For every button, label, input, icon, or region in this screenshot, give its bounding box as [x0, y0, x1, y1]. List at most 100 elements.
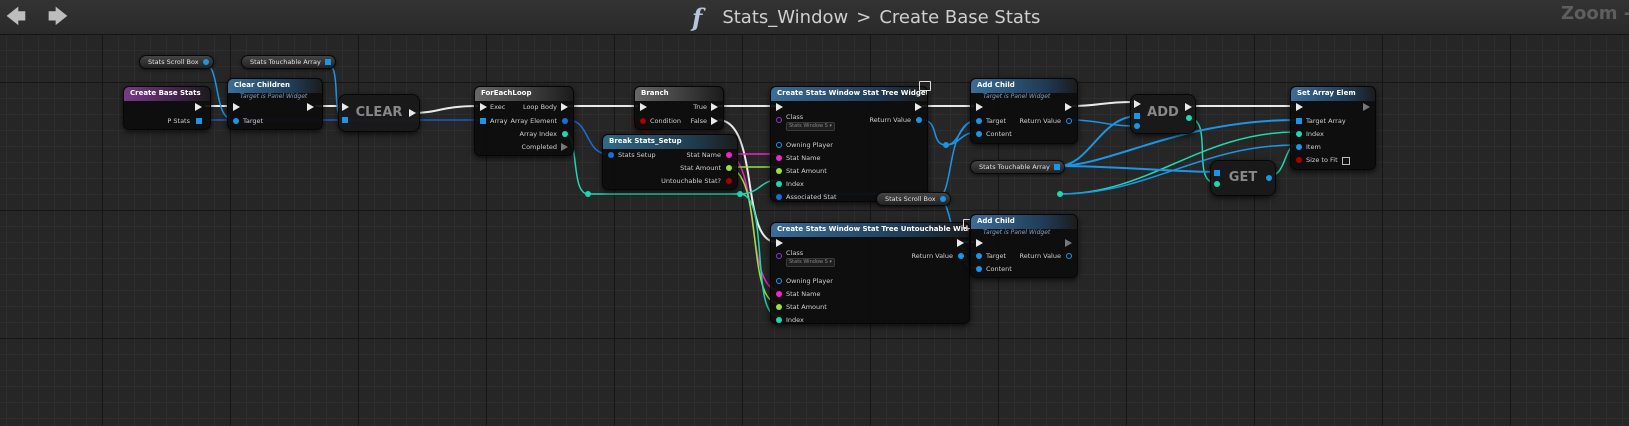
class-input-pin[interactable] [776, 253, 782, 259]
array-input-pin[interactable] [1134, 113, 1140, 119]
class-dropdown[interactable]: Stats Window S ▾ [786, 122, 835, 131]
player-input-pin[interactable] [776, 278, 782, 284]
class-input-pin[interactable] [776, 117, 782, 123]
back-arrow-icon[interactable]: 🡄 [5, 4, 27, 28]
object-output-pin[interactable] [202, 59, 209, 65]
graph-toolbar: 🡄 🡆 f Stats_Window > Create Base Stats Z… [0, 0, 1629, 35]
bool-input-pin[interactable] [1296, 157, 1302, 163]
exec-input-pin[interactable] [480, 103, 487, 111]
object-output-pin[interactable] [1266, 175, 1272, 181]
exec-output-pin[interactable] [195, 103, 202, 111]
pin-label: Array Element [510, 117, 557, 125]
exec-input-pin[interactable] [976, 239, 983, 247]
object-output-pin[interactable] [939, 196, 946, 202]
int-output-pin[interactable] [562, 131, 568, 137]
branch-node[interactable]: Branch Condition True False [634, 86, 724, 130]
exec-input-pin[interactable] [342, 103, 349, 111]
breadcrumb-parent[interactable]: Stats_Window [722, 6, 849, 28]
create-stat-tree-widget-node[interactable]: Create Stats Window Stat Tree Widget Cla… [770, 81, 931, 202]
bool-input-pin[interactable] [640, 118, 646, 124]
content-input-pin[interactable] [976, 131, 982, 137]
struct-output-pin[interactable] [562, 118, 568, 124]
array-input-pin[interactable] [1296, 118, 1302, 124]
exec-wire [411, 105, 479, 114]
array-input-pin[interactable] [1214, 170, 1220, 176]
array-input-pin[interactable] [342, 117, 348, 123]
exec-output-pin[interactable] [711, 103, 718, 111]
stats-scroll-box-getter[interactable]: Stats Scroll Box [876, 192, 951, 206]
object-output-pin[interactable] [958, 253, 964, 259]
node-header: Set Array Elem [1291, 87, 1375, 101]
exec-output-pin[interactable] [1065, 103, 1072, 111]
exec-input-pin[interactable] [776, 103, 783, 111]
create-stat-tree-untouchable-widget-node[interactable]: Create Stats Window Stat Tree Untouchabl… [770, 219, 975, 324]
int-output-pin[interactable] [1186, 115, 1192, 121]
exec-output-pin[interactable] [561, 143, 568, 151]
target-input-pin[interactable] [233, 118, 239, 124]
array-output-pin[interactable] [1053, 164, 1060, 170]
breadcrumb-current: Create Base Stats [879, 6, 1041, 28]
array-get-node[interactable]: GET [1210, 160, 1276, 196]
target-input-pin[interactable] [976, 118, 982, 124]
add-child-node-1[interactable]: Add Child Target is Panel Widget Target … [970, 78, 1078, 144]
string-output-pin[interactable] [726, 152, 732, 158]
stats-touchable-array-getter[interactable]: Stats Touchable Array [241, 55, 336, 69]
exec-output-pin[interactable] [1185, 103, 1192, 111]
size-to-fit-checkbox[interactable] [1342, 157, 1350, 165]
object-output-pin[interactable] [1066, 253, 1072, 259]
node-subtitle: Target is Panel Widget [240, 93, 308, 100]
break-stats-setup-node[interactable]: Break Stats_Setup Stats Setup Stat Name … [602, 134, 738, 190]
exec-output-pin[interactable] [957, 239, 964, 247]
exec-output-pin[interactable] [915, 103, 922, 111]
foreach-loop-node[interactable]: ForEachLoop Exec Array Loop Body Array E… [474, 86, 574, 156]
function-icon: f [692, 2, 703, 32]
array-clear-node[interactable]: CLEAR [338, 94, 420, 132]
bool-output-pin[interactable] [726, 178, 732, 184]
array-output-pin[interactable] [196, 118, 202, 124]
int-input-pin[interactable] [1214, 181, 1220, 187]
array-add-node[interactable]: ADD [1130, 94, 1196, 134]
player-input-pin[interactable] [776, 142, 782, 148]
int-input-pin[interactable] [776, 317, 782, 323]
add-child-node-2[interactable]: Add Child Target is Panel Widget Target … [970, 214, 1078, 278]
array-output-pin[interactable] [324, 59, 331, 65]
float-input-pin[interactable] [776, 168, 782, 174]
object-output-pin[interactable] [1066, 118, 1072, 124]
node-header: Create Stats Window Stat Tree Untouchabl… [771, 223, 969, 237]
exec-output-pin[interactable] [1065, 239, 1072, 247]
float-output-pin[interactable] [726, 165, 732, 171]
content-input-pin[interactable] [976, 266, 982, 272]
exec-output-pin[interactable] [409, 109, 416, 117]
struct-input-pin[interactable] [608, 152, 614, 158]
target-input-pin[interactable] [976, 253, 982, 259]
exec-input-pin[interactable] [776, 239, 783, 247]
int-input-pin[interactable] [776, 181, 782, 187]
exec-input-pin[interactable] [1134, 100, 1141, 108]
string-input-pin[interactable] [776, 291, 782, 297]
item-input-pin[interactable] [1134, 123, 1140, 129]
exec-input-pin[interactable] [640, 103, 647, 111]
clear-children-node[interactable]: Clear Children Target is Panel Widget Ta… [227, 78, 323, 130]
array-input-pin[interactable] [480, 118, 486, 124]
pin-label: Stat Name [786, 290, 821, 298]
exec-output-pin[interactable] [1363, 103, 1370, 111]
object-output-pin[interactable] [916, 117, 922, 123]
exec-input-pin[interactable] [976, 103, 983, 111]
exec-input-pin[interactable] [233, 103, 240, 111]
create-base-stats-entry-node[interactable]: Create Base Stats P Stats [123, 86, 211, 130]
float-input-pin[interactable] [776, 304, 782, 310]
struct-input-pin[interactable] [776, 194, 782, 200]
exec-output-pin[interactable] [561, 103, 568, 111]
forward-arrow-icon[interactable]: 🡆 [47, 4, 69, 28]
int-input-pin[interactable] [1296, 131, 1302, 137]
stats-scroll-box-getter[interactable]: Stats Scroll Box [139, 55, 214, 69]
item-input-pin[interactable] [1296, 144, 1302, 150]
exec-input-pin[interactable] [1296, 103, 1303, 111]
string-input-pin[interactable] [776, 155, 782, 161]
stats-touchable-array-getter[interactable]: Stats Touchable Array [970, 160, 1065, 174]
set-array-elem-node[interactable]: Set Array Elem Target Array Index Item S… [1290, 86, 1376, 170]
class-dropdown[interactable]: Stats Window S ▾ [786, 258, 835, 267]
exec-output-pin[interactable] [711, 117, 718, 125]
exec-output-pin[interactable] [307, 103, 314, 111]
